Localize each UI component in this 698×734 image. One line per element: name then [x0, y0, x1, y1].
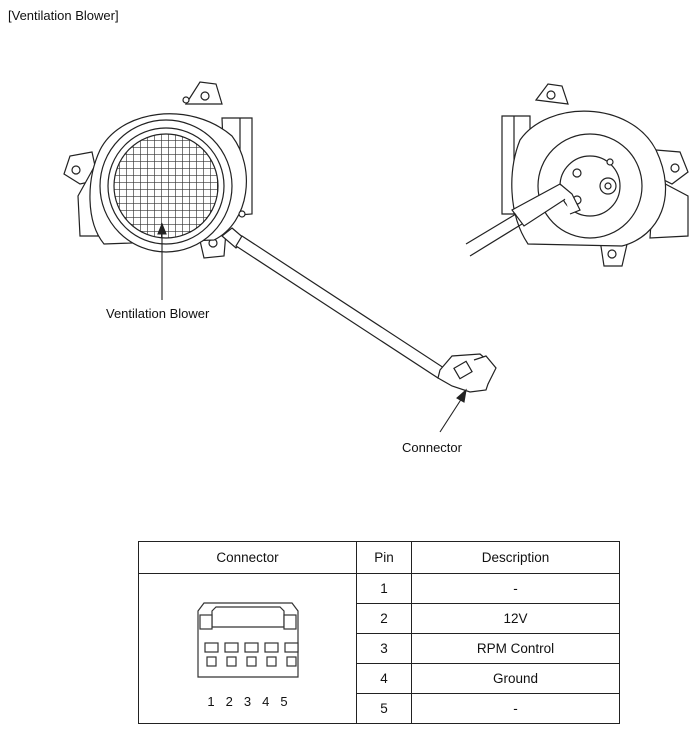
- pin-cell: 4: [356, 663, 412, 694]
- pin-cell: 1: [356, 573, 412, 604]
- blower-cable: [221, 227, 497, 393]
- pin-number: 1: [207, 693, 215, 709]
- leader-arrows: [157, 222, 467, 433]
- description-cell: -: [411, 693, 620, 724]
- pin-number: 5: [280, 693, 288, 709]
- description-cell: RPM Control: [411, 633, 620, 664]
- connector-face-diagram: 1 2 3 4 5: [139, 589, 356, 709]
- blower-illustration: [63, 81, 689, 433]
- description-cell: -: [411, 573, 620, 604]
- table-row: 1 2 3 4 5 1 -: [138, 573, 620, 724]
- header-description: Description: [411, 541, 620, 574]
- pin-table: Connector Pin Description: [138, 541, 620, 724]
- pin-cell: 5: [356, 693, 412, 724]
- connector-face-icon: [196, 601, 299, 678]
- connector-label: Connector: [402, 440, 462, 455]
- pin-cell: 2: [356, 603, 412, 634]
- connector-diagram-cell: 1 2 3 4 5: [138, 573, 357, 724]
- connector-pin-numbers: 1 2 3 4 5: [139, 694, 356, 709]
- page-title: [Ventilation Blower]: [8, 8, 119, 23]
- blower-front-view: [63, 81, 253, 259]
- pin-number: 2: [225, 693, 233, 709]
- blower-rear-view: [501, 83, 689, 267]
- ventilation-blower-label: Ventilation Blower: [106, 306, 210, 321]
- description-cell: Ground: [411, 663, 620, 694]
- pin-number: 4: [262, 693, 270, 709]
- rear-cable: [465, 213, 523, 257]
- pin-number: 3: [243, 693, 252, 709]
- pin-cell: 3: [356, 633, 412, 664]
- header-connector: Connector: [138, 541, 357, 574]
- description-cell: 12V: [411, 603, 620, 634]
- header-pin: Pin: [356, 541, 412, 574]
- table-header-row: Connector Pin Description: [138, 541, 620, 574]
- table-row: 5 -: [139, 693, 620, 724]
